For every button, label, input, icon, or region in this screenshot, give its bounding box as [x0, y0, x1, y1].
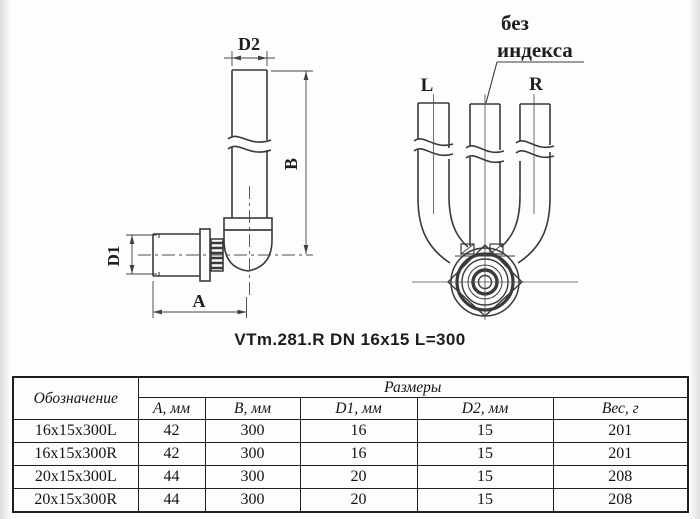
- centerlines-left: [138, 186, 313, 298]
- value-cell-d2: 15: [416, 488, 554, 513]
- value-cell-weight: 208: [552, 488, 689, 513]
- col-header-weight: Вес, г: [552, 397, 689, 420]
- value-cell-a: 42: [137, 419, 206, 443]
- callout-leader-line: [485, 61, 584, 104]
- outlet-label-left: L: [421, 75, 434, 96]
- value-cell-d1: 20: [299, 465, 418, 489]
- designation-cell: 20x15x300L: [12, 465, 139, 489]
- value-cell-a: 42: [137, 442, 206, 466]
- dimension-d1: [126, 234, 157, 275]
- col-header-designation: Обозначение: [12, 376, 139, 420]
- dimension-b: [271, 70, 313, 254]
- spec-table: Обозначение Размеры A, мм B, мм D1, мм D…: [12, 376, 690, 513]
- horizontal-body: [152, 233, 200, 277]
- dim-label-a: A: [193, 291, 206, 311]
- pipe-break-line: [227, 135, 272, 143]
- elbow-side-view: [152, 69, 273, 282]
- callout-text-line2: индекса: [497, 38, 573, 62]
- value-cell-d2: 15: [416, 442, 554, 466]
- value-cell-d2: 15: [416, 465, 554, 489]
- value-cell-d2: 15: [416, 419, 554, 443]
- value-cell-a: 44: [137, 465, 206, 489]
- outlet-pipe-left: [413, 102, 469, 264]
- dimension-a: [152, 281, 247, 318]
- dim-label-d2: D2: [238, 34, 260, 54]
- pipe-break-line: [227, 145, 272, 153]
- value-cell-d1: 20: [299, 488, 418, 513]
- outlet-label-right: R: [529, 74, 543, 95]
- value-cell-d1: 16: [299, 419, 418, 443]
- value-cell-b: 300: [204, 442, 301, 466]
- value-cell-weight: 208: [552, 465, 689, 489]
- value-cell-weight: 201: [552, 442, 689, 466]
- table-row: 20x15x300L 44 300 20 15 208: [12, 465, 689, 489]
- dimension-d2: [224, 51, 275, 66]
- outlet-pipe-middle: [465, 103, 505, 246]
- designation-cell: 20x15x300R: [12, 488, 139, 513]
- vertical-pipe: [227, 69, 272, 218]
- table-row: 16x15x300L 42 300 16 15 201: [12, 419, 689, 443]
- elbow-dome: [223, 230, 273, 272]
- callout-text-line1: без: [501, 11, 529, 35]
- col-header-dimensions: Размеры: [137, 376, 689, 398]
- table-row: 20x15x300R 44 300 20 15 208: [12, 488, 689, 513]
- dim-label-d1: D1: [104, 246, 123, 267]
- col-header-d2: D2, мм: [416, 397, 554, 420]
- fitting-drawing: D2 B D1 A: [104, 11, 584, 320]
- triple-outlet-view: [413, 102, 555, 317]
- designation-cell: 16x15x300R: [12, 442, 139, 466]
- value-cell-d1: 16: [299, 442, 418, 466]
- value-cell-a: 44: [137, 488, 206, 513]
- product-caption: VTm.281.R DN 16x15 L=300: [234, 330, 466, 349]
- value-cell-b: 300: [204, 488, 301, 513]
- centerlines-right: [412, 94, 578, 320]
- value-cell-b: 300: [204, 419, 301, 443]
- col-header-b: B, мм: [204, 397, 301, 420]
- dimensions-left: [126, 51, 313, 318]
- col-header-d1: D1, мм: [299, 397, 418, 420]
- value-cell-b: 300: [204, 465, 301, 489]
- dim-label-b: B: [281, 158, 301, 170]
- value-cell-weight: 201: [552, 419, 689, 443]
- col-header-a: A, мм: [137, 397, 206, 420]
- pipe-collar: [223, 217, 273, 231]
- table-row: 16x15x300R 42 300 16 15 201: [12, 442, 689, 466]
- union-thread: [210, 238, 224, 272]
- designation-cell: 16x15x300L: [12, 419, 139, 443]
- outlet-pipe-right: [500, 103, 555, 264]
